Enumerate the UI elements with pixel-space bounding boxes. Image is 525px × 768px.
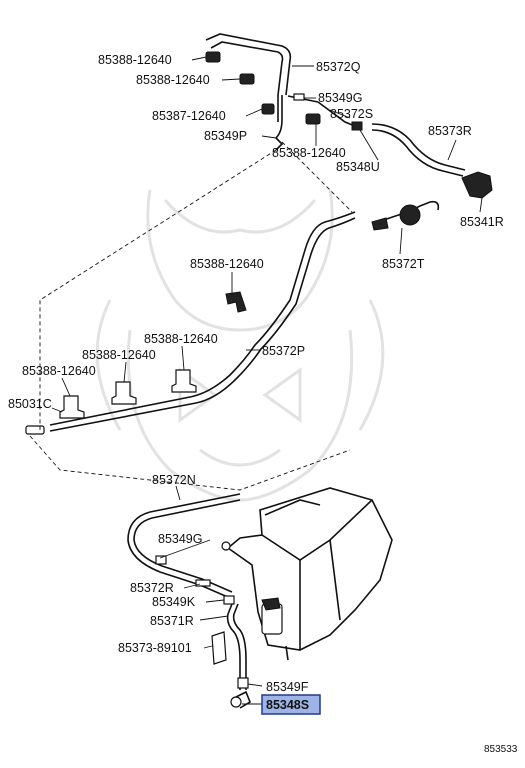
clip-85388-b [239, 73, 255, 85]
label-85388-12640-f: 85388-12640 [82, 348, 156, 362]
joint-85349G-bottom [155, 555, 167, 565]
label-85031C: 85031C [8, 397, 52, 411]
part-85348S [235, 690, 251, 709]
label-85348S[interactable]: 85348S [266, 698, 309, 712]
nozzle-85372T [399, 204, 421, 226]
hose-85372T [377, 200, 440, 223]
label-85349P: 85349P [204, 129, 247, 143]
label-85341R: 85341R [460, 215, 504, 229]
ref-line-top [39, 149, 277, 430]
label-85371R: 85371R [150, 614, 194, 628]
clip-85388-c [305, 113, 321, 125]
hose-85373R [371, 123, 466, 177]
hose-85372Q-lower [275, 95, 283, 139]
label-85388-12640-b: 85388-12640 [136, 73, 210, 87]
label-85372T: 85372T [382, 257, 425, 271]
label-85388-12640-d: 85388-12640 [190, 257, 264, 271]
joint-85349P [275, 137, 284, 151]
nozzle-85341R [461, 171, 493, 199]
joint-85349F [237, 677, 249, 689]
ref-line-mid [29, 435, 351, 491]
clip-85388-f [111, 381, 137, 405]
clip-85388-g [59, 395, 85, 419]
label-85372S: 85372S [330, 107, 373, 121]
label-85388-12640-e: 85388-12640 [144, 332, 218, 346]
nozzle-85372T-tip [371, 217, 389, 231]
label-85388-12640-a: 85388-12640 [98, 53, 172, 67]
label-85388-12640-c: 85388-12640 [272, 146, 346, 160]
clip-85388-e [171, 369, 197, 393]
joint-85349K [223, 595, 235, 605]
joint-85349G-body [293, 93, 305, 101]
ref-line-top-right [281, 141, 353, 213]
label-85349K: 85349K [152, 595, 196, 609]
label-85373R: 85373R [428, 124, 472, 138]
label-85372Q: 85372Q [316, 60, 361, 74]
clip-85388-a [205, 51, 221, 63]
highlight-box-85348S [261, 694, 321, 715]
label-85388-12640-g: 85388-12640 [22, 364, 96, 378]
joint-85348U [351, 121, 363, 131]
label-85349F: 85349F [266, 680, 309, 694]
hose-85372P [49, 211, 356, 432]
label-85349G-bottom: 85349G [158, 532, 202, 546]
part-labels: 85388-12640 85388-12640 85372Q 85349G 85… [8, 53, 518, 755]
hose-85372Q [205, 33, 292, 96]
hose-85371R [226, 603, 247, 690]
clamp-85373-89101 [211, 631, 227, 665]
joint-85372R [195, 579, 211, 587]
clip-85388-d [225, 291, 247, 313]
label-85372N: 85372N [152, 473, 196, 487]
label-85348U: 85348U [336, 160, 380, 174]
diagram-id: 853533 [484, 744, 518, 755]
washer-tank [221, 487, 393, 661]
label-85372R: 85372R [130, 581, 174, 595]
label-85372P: 85372P [262, 344, 305, 358]
part-85348S-circle [230, 696, 242, 708]
connector-85031C [25, 425, 45, 435]
leader-lines [51, 56, 483, 705]
label-85387-12640: 85387-12640 [152, 109, 226, 123]
clip-85387 [261, 103, 275, 115]
label-85349G-top: 85349G [318, 91, 362, 105]
label-85373-89101: 85373-89101 [118, 641, 192, 655]
